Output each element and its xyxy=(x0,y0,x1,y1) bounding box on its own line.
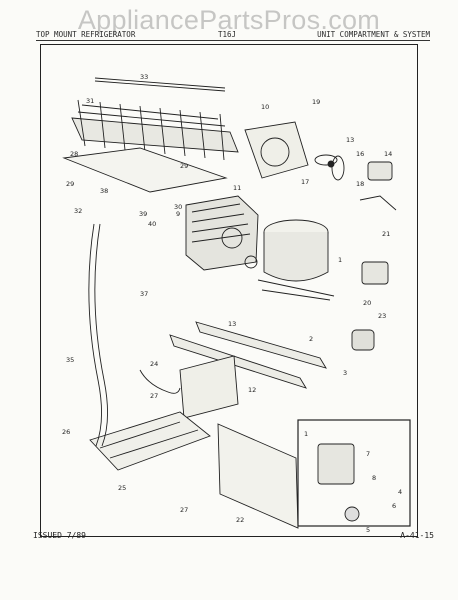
callout: 29 xyxy=(66,180,74,188)
access-cover xyxy=(217,423,299,529)
callout: 33 xyxy=(140,73,148,81)
callout: 23 xyxy=(378,312,386,320)
header-model-type: TOP MOUNT REFRIGERATOR xyxy=(36,30,136,39)
fan-motor xyxy=(367,161,393,181)
callout: 7 xyxy=(366,450,370,458)
relay-cover xyxy=(351,329,375,351)
callout: 38 xyxy=(100,187,108,195)
issued-date: ISSUED 7/89 xyxy=(33,531,86,540)
condenser-coil xyxy=(71,99,239,161)
callout: 29 xyxy=(180,162,188,170)
callout: 27 xyxy=(150,392,158,400)
callout: 30 xyxy=(174,203,182,211)
callout: 40 xyxy=(148,220,156,228)
callout: 13 xyxy=(228,320,236,328)
callout: 8 xyxy=(372,474,376,482)
callout: 39 xyxy=(139,210,147,218)
mounting-rail xyxy=(195,321,327,369)
callout: 26 xyxy=(62,428,70,436)
inset-relay xyxy=(317,443,355,485)
callout: 20 xyxy=(363,299,371,307)
inset-detail-box xyxy=(297,419,411,527)
relay xyxy=(361,261,389,285)
callout: 13 xyxy=(346,136,354,144)
header-model-code: T16J xyxy=(218,30,237,39)
callout: 32 xyxy=(74,207,82,215)
callout: 4 xyxy=(398,488,402,496)
callout: 31 xyxy=(86,97,94,105)
diagram-frame xyxy=(40,44,418,537)
header-rule xyxy=(36,40,430,41)
page-code: A-41-15 xyxy=(400,531,434,540)
fan-shroud xyxy=(244,121,309,179)
fan-blade xyxy=(314,154,345,181)
callout: 22 xyxy=(236,516,244,524)
compressor xyxy=(244,219,335,301)
drain-pan xyxy=(89,411,211,471)
callout: 5 xyxy=(366,526,370,534)
callout: 14 xyxy=(384,150,392,158)
callout: 18 xyxy=(356,180,364,188)
callout: 12 xyxy=(248,386,256,394)
callout: 1 xyxy=(338,256,342,264)
callout: 9 xyxy=(176,210,180,218)
callout: 37 xyxy=(140,290,148,298)
callout: 24 xyxy=(150,360,158,368)
callout: 10 xyxy=(261,103,269,111)
callout: 3 xyxy=(343,369,347,377)
callout-labels: 33 31 28 29 29 38 32 39 30 11 10 19 13 1… xyxy=(62,73,402,534)
callout: 28 xyxy=(70,150,78,158)
receiver-assembly xyxy=(185,195,259,271)
callout: 2 xyxy=(309,335,313,343)
inset-marker: 1 xyxy=(304,430,308,438)
drain-plate xyxy=(62,147,228,193)
callout: 17 xyxy=(301,178,309,186)
callout: 21 xyxy=(382,230,390,238)
callout: 35 xyxy=(66,356,74,364)
header-section-title: UNIT COMPARTMENT & SYSTEM xyxy=(317,30,430,39)
watermark: AppliancePartsPros.com xyxy=(77,5,381,35)
callout: 6 xyxy=(392,502,396,510)
callout: 11 xyxy=(233,184,241,192)
bracket xyxy=(179,355,239,419)
callout: 19 xyxy=(312,98,320,106)
callout: 27 xyxy=(180,506,188,514)
callout: 25 xyxy=(118,484,126,492)
callout: 16 xyxy=(356,150,364,158)
